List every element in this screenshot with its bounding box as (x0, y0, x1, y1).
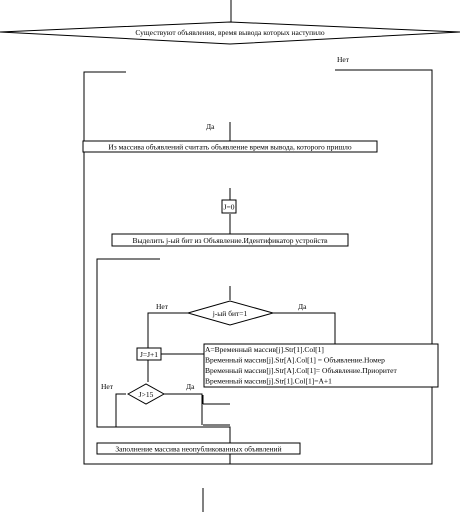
decision-bit-text: j-ый бит=1 (212, 309, 248, 318)
process-j-init: J=0 (221, 199, 237, 214)
process-extract-bit-text: Выделить j-ый бит из Объявление.Идентифи… (132, 236, 328, 245)
process-read-ad-text: Из массива объявлений считать объявление… (108, 143, 352, 152)
process-assign-line-4: Временный массив[j].Str[1].Col[1]=A+1 (205, 377, 332, 386)
process-j-init-text: J=0 (224, 203, 235, 212)
decision-j-gt-text: J>15 (139, 390, 154, 399)
process-fill-text: Заполнение массива неопубликованных объя… (115, 445, 281, 454)
process-extract-bit: Выделить j-ый бит из Объявление.Идентифи… (111, 233, 349, 247)
process-assign-line-3: Временный массив[j].Str[A].Col[1]= Объяв… (205, 366, 397, 375)
process-assign-line-2: Временный массив[j].Str[A].Col[1] = Объя… (205, 356, 385, 365)
process-assign-line-1: A=Временный массив[j].Str[1].Col[1] (205, 345, 324, 354)
decision-ads-due-text: Существуют объявления, время вывода кото… (135, 28, 325, 37)
process-read-ad: Из массива объявлений считать объявление… (82, 140, 378, 153)
connector-lines (83, 0, 433, 512)
label-yes-j: Да (186, 382, 195, 391)
process-j-inc: J=J+1 (136, 347, 162, 361)
decision-bit: j-ый бит=1 (186, 300, 275, 326)
process-assign: A=Временный массив[j].Str[1].Col[1] Врем… (203, 343, 439, 388)
process-j-inc-text: J=J+1 (140, 350, 158, 359)
label-no-outer: Нет (337, 55, 350, 64)
label-yes-bit: Да (298, 302, 307, 311)
decision-j-gt: J>15 (126, 383, 166, 405)
label-no-j: Нет (101, 382, 114, 391)
label-no-bit: Нет (156, 302, 169, 311)
decision-ads-due: Существуют объявления, время вывода кото… (0, 21, 460, 45)
label-yes-outer: Да (206, 122, 215, 131)
process-fill: Заполнение массива неопубликованных объя… (96, 442, 301, 455)
